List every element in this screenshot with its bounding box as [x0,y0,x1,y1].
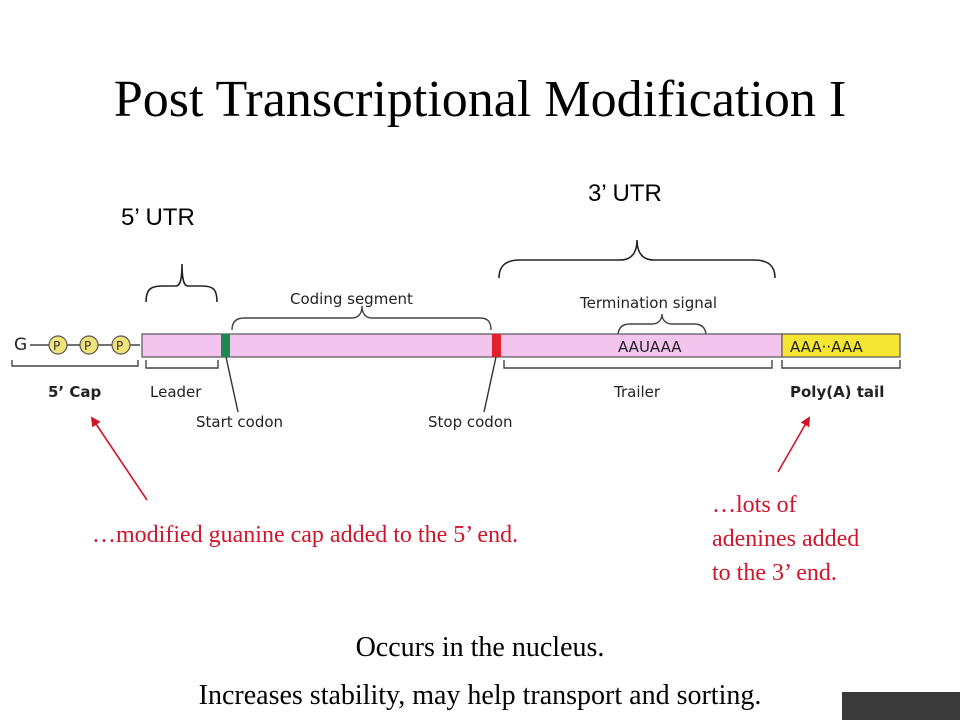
svg-text:P: P [53,339,60,353]
stop-codon-label: Stop codon [428,413,513,431]
trailer-bracket [503,360,773,369]
stop-codon-mark [492,334,501,357]
termination-signal-brace [617,313,707,337]
utr3-label: 3’ UTR [588,180,662,207]
polya-seq-label: AAA··AAA [790,338,864,356]
cap-note: …modified guanine cap added to the 5’ en… [92,522,519,548]
tail-note-line: adenines added [712,526,860,552]
aauaaa-label: AAUAAA [618,338,682,356]
start-codon-label: Start codon [196,413,283,431]
corner-block [842,692,960,720]
cap-arrow [90,416,148,501]
phosphate-icon: P [79,335,99,355]
leader-bracket [145,360,219,369]
start-codon-mark [221,334,230,357]
cap-bracket [11,360,139,367]
bottom-line-1: Occurs in the nucleus. [355,632,605,663]
polya-tail-label: Poly(A) tail [790,383,884,401]
polya-tail-box [781,333,901,358]
stop-codon-pointer [483,356,497,413]
svg-text:P: P [84,339,91,353]
phosphate-icon: P [111,335,131,355]
leader-label: Leader [150,383,202,401]
phosphate-icon: P [48,335,68,355]
slide-title: Post Transcriptional Modification I [113,71,847,128]
tail-note-line: …lots of [712,492,797,518]
tail-arrow [777,416,810,473]
utr3-brace [498,239,776,279]
start-codon-pointer [225,356,239,413]
cap-g-label: G [14,335,27,355]
coding-segment-label: Coding segment [290,290,413,308]
mrna-body [141,333,783,358]
termination-signal-label: Termination signal [579,294,717,312]
trailer-label: Trailer [613,383,661,401]
coding-segment-brace [231,305,492,331]
utr5-brace [145,263,218,303]
svg-text:P: P [116,339,123,353]
cap-label: 5’ Cap [48,383,101,401]
utr5-label: 5’ UTR [121,204,195,231]
tail-note-line: to the 3’ end. [712,560,837,586]
tail-note: …lots of adenines added to the 3’ end. [712,488,859,590]
bottom-line-2: Increases stability, may help transport … [198,680,762,711]
polya-bracket [781,360,901,369]
